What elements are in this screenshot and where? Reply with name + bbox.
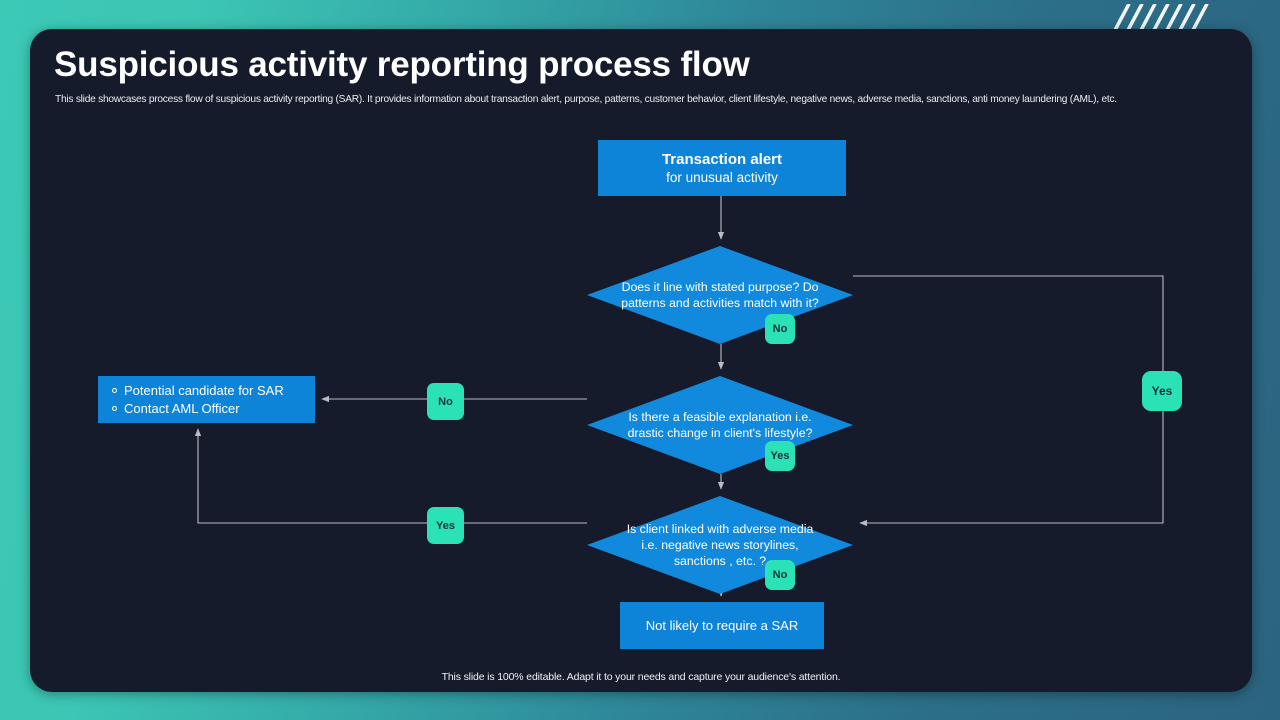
- node-transaction-alert-subtitle: for unusual activity: [666, 169, 778, 185]
- node-not-likely-sar[interactable]: Not likely to require a SAR: [620, 602, 824, 649]
- list-item: Potential candidate for SAR: [112, 382, 315, 400]
- list-item: Contact AML Officer: [112, 400, 315, 418]
- node-transaction-alert[interactable]: Transaction alert for unusual activity: [598, 140, 846, 196]
- slide-panel: Suspicious activity reporting process fl…: [30, 29, 1252, 692]
- page-title: Suspicious activity reporting process fl…: [54, 45, 750, 84]
- node-transaction-alert-title: Transaction alert: [661, 150, 783, 168]
- branch-badge-no-2: No: [427, 383, 464, 420]
- branch-badge-no-1: No: [765, 314, 795, 344]
- branch-badge-yes-1: Yes: [765, 441, 795, 471]
- node-not-likely-sar-label: Not likely to require a SAR: [645, 618, 799, 633]
- node-decision-explanation-label: Is there a feasible explanation i.e. dra…: [627, 410, 813, 440]
- process-flow-diagram: Transaction alert for unusual activity D…: [30, 29, 1252, 692]
- node-decision-purpose[interactable]: Does it line with stated purpose? Do pat…: [587, 246, 853, 344]
- node-decision-purpose-label: Does it line with stated purpose? Do pat…: [621, 280, 819, 310]
- node-sar-actions[interactable]: Potential candidate for SAR Contact AML …: [98, 376, 315, 423]
- node-decision-adverse[interactable]: Is client linked with adverse media i.e.…: [587, 496, 853, 594]
- page-subtitle: This slide showcases process flow of sus…: [55, 94, 1117, 105]
- slide-footer: This slide is 100% editable. Adapt it to…: [441, 671, 841, 683]
- branch-badge-yes-3: Yes: [1142, 371, 1182, 411]
- node-decision-explanation[interactable]: Is there a feasible explanation i.e. dra…: [587, 376, 853, 474]
- diagonal-slash-decoration: [1113, 4, 1224, 30]
- sar-actions-list: Potential candidate for SAR Contact AML …: [106, 382, 315, 418]
- node-decision-adverse-label: Is client linked with adverse media i.e.…: [626, 522, 814, 568]
- branch-badge-no-3: No: [765, 560, 795, 590]
- branch-badge-yes-2: Yes: [427, 507, 464, 544]
